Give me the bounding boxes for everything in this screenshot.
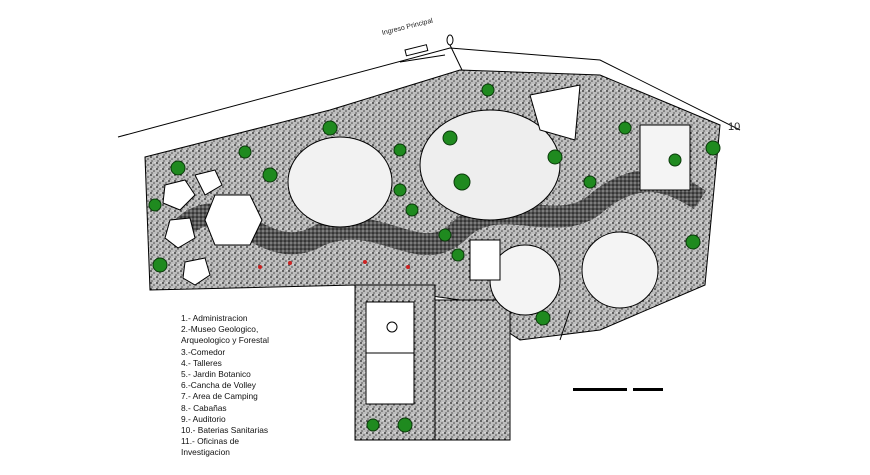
scale-bar-1 (573, 388, 627, 391)
legend-item: Arqueologico y Forestal (181, 335, 269, 346)
legend-item: 4.- Talleres (181, 357, 222, 368)
legend-item: 5.- Jardin Botanico (181, 369, 251, 380)
museum-area (287, 136, 393, 228)
auditorium (529, 84, 581, 141)
legend-item: 10.- Baterias Sanitarias (181, 425, 269, 436)
workshop (204, 194, 263, 246)
legend: 1.- Administracion 2.-Museo Geologico, A… (181, 313, 269, 459)
legend-item: 2.-Museo Geologico, (181, 324, 259, 335)
scale-bar-2 (633, 388, 663, 391)
legend-item: 6.-Cancha de Volley (181, 380, 256, 391)
legend-item: 1.- Administracion (181, 313, 248, 323)
camping-area-ground (434, 299, 511, 441)
legend-item: 11.- Oficinas de (181, 436, 240, 447)
legend-item: 8.- Cabañas (181, 402, 227, 413)
legend-item: Investigacion (181, 447, 230, 458)
boundary-marker: 10 (728, 121, 741, 133)
legend-item: 3.-Comedor (181, 346, 226, 357)
trees (148, 83, 721, 433)
site-ground (144, 69, 721, 341)
legend-item: 9.- Auditorio (181, 413, 226, 424)
legend-item: 7.- Area de Camping (181, 391, 258, 402)
red-markers (258, 260, 410, 269)
cabins (162, 169, 223, 286)
property-boundary (117, 47, 741, 138)
entrance-gate (399, 34, 463, 71)
